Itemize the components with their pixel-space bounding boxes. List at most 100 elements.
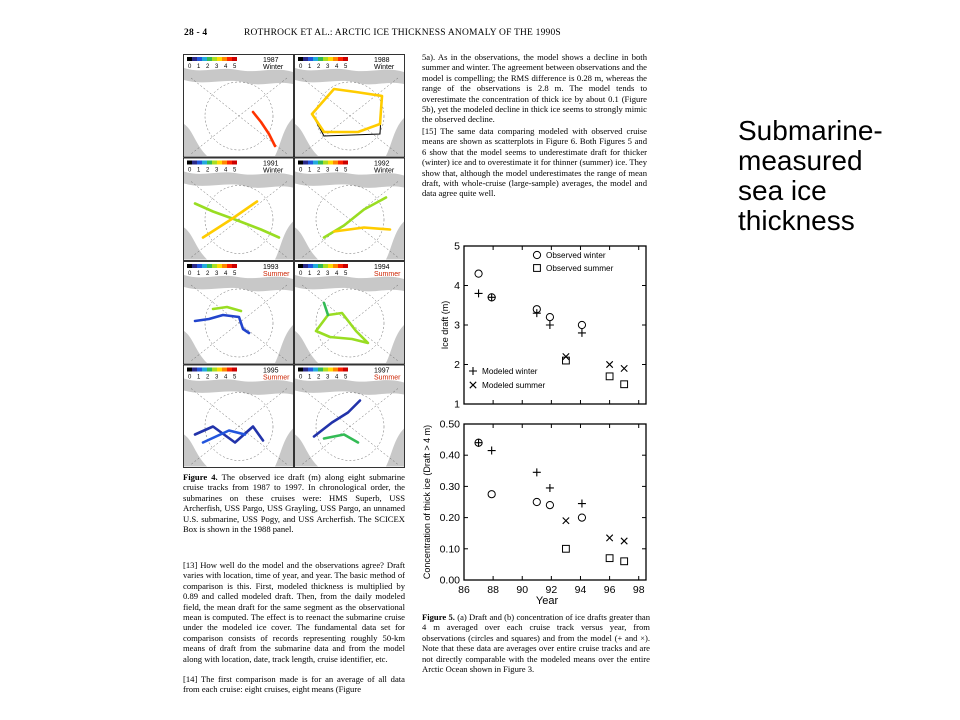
graticule-meridian <box>190 77 288 155</box>
map-season-label: Winter <box>374 64 395 71</box>
land-mass-north <box>295 68 404 85</box>
cruise-track <box>332 226 392 233</box>
colorbar-segment <box>212 367 217 372</box>
colorbar-segment <box>217 160 222 165</box>
marker-plus <box>532 468 541 477</box>
colorbar-segment <box>187 264 192 268</box>
land-mass-southeast <box>275 428 293 467</box>
map-year-label: 1992 <box>374 161 390 168</box>
cruise-track <box>193 202 281 239</box>
colorbar-segment <box>202 57 207 61</box>
colorbar-segment <box>298 57 303 61</box>
colorbar-tick-label: 0 <box>299 168 303 174</box>
colorbar-segment <box>232 160 237 165</box>
colorbar-segment <box>303 57 308 61</box>
marker-x <box>606 534 614 542</box>
colorbar-tick-label: 4 <box>224 168 228 174</box>
colorbar-segment <box>222 57 227 61</box>
colorbar-segment <box>323 57 328 61</box>
figure-5-caption-text: (a) Draft and (b) concentration of ice d… <box>422 612 651 675</box>
land-mass-north <box>184 275 293 292</box>
colorbar-segment <box>207 264 212 268</box>
colorbar-segment <box>328 264 333 268</box>
marker-square <box>620 380 629 389</box>
colorbar-segment <box>343 367 348 372</box>
marker-circle <box>577 320 587 330</box>
colorbar-tick-label: 5 <box>344 375 348 381</box>
marker-x <box>620 364 628 373</box>
land-mass-southwest <box>295 434 318 467</box>
colorbar-tick-label: 5 <box>233 168 237 174</box>
colorbar-tick-label: 3 <box>215 375 219 381</box>
colorbar-tick-label: 3 <box>326 375 330 381</box>
land-mass-southwest <box>295 124 318 156</box>
y-tick-label: 0.30 <box>440 481 461 493</box>
legend-entry: Modeled summer <box>482 381 546 390</box>
colorbar-segment <box>298 160 303 165</box>
colorbar-segment <box>227 367 232 372</box>
colorbar-segment <box>192 264 197 268</box>
colorbar-segment <box>197 264 202 268</box>
colorbar-segment <box>222 160 227 165</box>
colorbar-tick-label: 1 <box>197 375 201 381</box>
land-mass-north <box>295 171 404 188</box>
paragraph-13: [13] How well do the model and the obser… <box>183 560 405 664</box>
colorbar-segment <box>308 57 313 61</box>
map-year-label: 1995 <box>263 368 279 375</box>
marker-plus <box>487 446 496 455</box>
colorbar-segment <box>308 367 313 372</box>
graticule-meridian <box>190 284 288 362</box>
cruise-track <box>201 429 247 444</box>
colorbar-segment <box>222 264 227 268</box>
map-season-label: Summer <box>263 271 290 278</box>
colorbar-tick-label: 3 <box>326 271 330 277</box>
land-mass-southeast <box>386 221 404 260</box>
side-title-line-1: Submarine- <box>738 115 883 146</box>
land-mass-southwest <box>184 124 207 156</box>
legend-entry: Observed summer <box>546 264 614 273</box>
colorbar-segment <box>333 367 338 372</box>
graticule-circle <box>204 81 274 151</box>
x-tick-label: 94 <box>575 584 587 596</box>
colorbar-segment <box>328 367 333 372</box>
colorbar-segment <box>202 160 207 165</box>
colorbar-segment <box>227 264 232 268</box>
colorbar-tick-label: 4 <box>335 271 339 277</box>
colorbar-tick-label: 5 <box>344 64 348 70</box>
map-season-label: Summer <box>263 375 290 382</box>
land-mass-southwest <box>184 227 207 260</box>
colorbar-segment <box>197 160 202 165</box>
map-year-label: 1991 <box>263 161 279 168</box>
colorbar-tick-label: 3 <box>215 64 219 70</box>
colorbar-tick-label: 4 <box>335 168 339 174</box>
colorbar-segment <box>207 160 212 165</box>
marker-circle <box>532 250 542 260</box>
marker-plus <box>545 321 554 329</box>
series-square <box>562 544 629 566</box>
colorbar-tick-label: 5 <box>344 168 348 174</box>
colorbar-segment <box>313 160 318 165</box>
marker-plus <box>545 483 554 492</box>
land-mass-southeast <box>386 118 404 156</box>
colorbar-segment <box>217 264 222 268</box>
x-axis-label: Year <box>536 595 559 607</box>
colorbar-segment <box>303 160 308 165</box>
colorbar-tick-label: 2 <box>317 64 321 70</box>
land-mass-southeast <box>275 221 293 260</box>
graticule-meridian <box>301 77 399 155</box>
colorbar-tick-label: 1 <box>308 375 312 381</box>
marker-square <box>620 557 629 566</box>
figure-5-label: Figure 5. <box>422 612 455 622</box>
colorbar-segment <box>232 367 237 372</box>
colorbar-tick-label: 2 <box>206 64 210 70</box>
colorbar-segment <box>303 367 308 372</box>
marker-square <box>562 544 570 553</box>
running-head: 28 - 4 ROTHROCK ET AL.: ARCTIC ICE THICK… <box>184 28 724 38</box>
graticule-circle <box>204 288 274 358</box>
colorbar-segment <box>318 160 323 165</box>
x-tick-label: 86 <box>458 584 470 596</box>
